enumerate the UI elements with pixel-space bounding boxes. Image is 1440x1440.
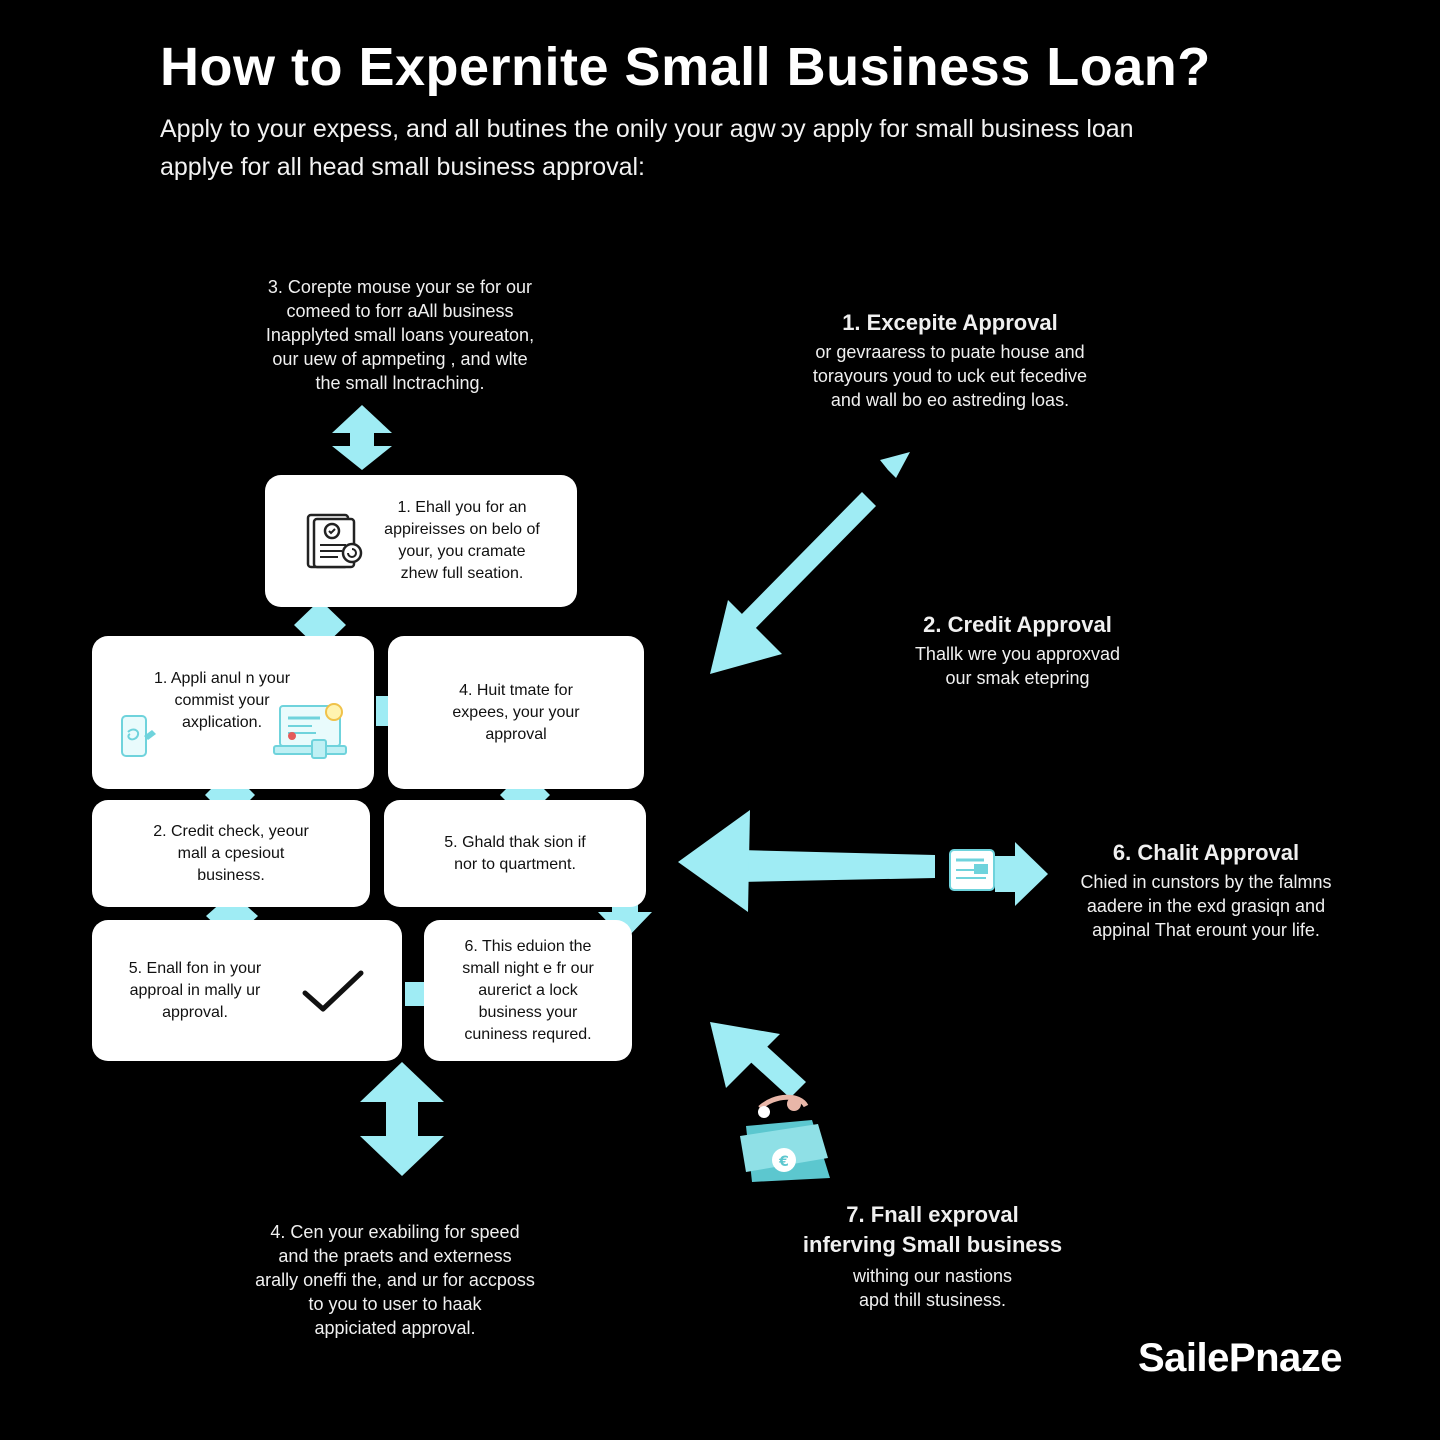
- card-line: 5. Ghald thak sion if: [444, 833, 586, 851]
- svg-text:€: €: [778, 1154, 789, 1170]
- card-line: approval: [485, 725, 547, 743]
- annotation-heading: 2. Credit Approval: [923, 612, 1112, 637]
- step-card-ghald: 5. Ghald thak sion if nor to quartment.: [384, 800, 646, 907]
- annotation-line: and the praets and externess: [278, 1246, 512, 1266]
- annotation-line: appiciated approval.: [314, 1318, 476, 1338]
- double-arrow-icon: [332, 405, 392, 470]
- annotation-heading: 7. Fnall exproval: [846, 1202, 1019, 1227]
- annotation-line: arally oneffi the, and ur for accposs: [255, 1270, 535, 1290]
- annotation-line: 4. Cen your exabiling for speed: [270, 1222, 520, 1242]
- card-line: 1. Appli anul n your: [153, 670, 291, 687]
- connector-arrow: [598, 896, 652, 940]
- card-line: 6. This eduion the: [464, 937, 592, 955]
- card-line: aurerict a lock: [478, 981, 578, 999]
- step-card-enall: 5. Enall fon in your approal in mally ur…: [92, 920, 402, 1061]
- right-arrow-icon: [995, 842, 1048, 906]
- subtitle-line: Apply to your expess, and all butines th…: [160, 115, 1134, 143]
- card-line: nor to quartment.: [454, 855, 576, 873]
- left-arrow: [678, 810, 935, 912]
- checkmark-icon: [302, 970, 364, 1011]
- card-line: approval.: [162, 1003, 228, 1021]
- money-bag-icon: €: [740, 1094, 830, 1182]
- card-line: appireisses on belo of: [384, 521, 540, 538]
- annotation-line: appinal That erount your life.: [1092, 920, 1320, 940]
- card-line: expees, your your: [452, 703, 580, 721]
- card-line: 4. Huit tmate for: [459, 681, 573, 699]
- annotation-heading: 6. Chalit Approval: [1112, 840, 1300, 865]
- annotation-line: torayours youd to uck eut fecedive: [812, 366, 1088, 386]
- annotation-line: Chied in cunstors by the falmns: [1080, 872, 1332, 892]
- annotation-excepite-approval: 1. Excepite Approval or gevraaress to pu…: [790, 308, 1110, 412]
- card-line: zhew full seation.: [400, 565, 524, 582]
- annotation-line: our smak etepring: [945, 668, 1090, 688]
- annotation-heading: 1. Excepite Approval: [842, 310, 1058, 335]
- diagonal-arrow: [710, 1022, 806, 1098]
- card-line: 5. Enall fon in your: [128, 959, 262, 977]
- document-seal-icon: [306, 513, 363, 569]
- annotation-line: our uew of apmpeting , and wlte: [272, 349, 528, 369]
- annotation-line: or gevraaress to puate house and: [815, 342, 1085, 362]
- card-line: 1. Ehall you for an: [397, 499, 527, 516]
- annotation-line: aadere in the exd grasiqn and: [1086, 896, 1326, 916]
- annotation-bottom-left: 4. Cen your exabiling for speed and the …: [225, 1220, 565, 1340]
- card-line: business.: [197, 866, 265, 884]
- brand-logo: SailePnaze: [1138, 1336, 1343, 1380]
- step-card-credit-check: 2. Credit check, yeour mall a cpesiout b…: [92, 800, 370, 907]
- annotation-line: comеed to forr аAll business: [286, 301, 514, 321]
- card-line: business your: [478, 1003, 578, 1021]
- step-card-top: 1. Ehall you for an appireisses on belo …: [265, 475, 577, 607]
- diagonal-arrow: [710, 452, 910, 674]
- phone-icon: [121, 715, 156, 757]
- card-line: your, you cramate: [398, 543, 526, 560]
- step-card-apply: 1. Appli anul n your commist your axplic…: [92, 636, 374, 789]
- card-line: small night e fr our: [462, 959, 594, 977]
- card-line: approal in mally ur: [129, 981, 261, 999]
- laptop-icon: [273, 703, 347, 759]
- card-line: axplication.: [181, 714, 263, 731]
- annotation-line: Inapplyted small loans youreaton,: [265, 325, 535, 345]
- page-subtitle: Apply to your expess, and all butines th…: [160, 110, 1280, 186]
- double-arrow-icon: [360, 1062, 444, 1176]
- step-card-hunt: 4. Huit tmate for expees, your your appr…: [388, 636, 644, 789]
- card-line: commist your: [174, 692, 270, 709]
- annotation-heading: inferving Small business: [802, 1232, 1063, 1257]
- card-line: 2. Credit check, yeour: [153, 822, 309, 840]
- annotation-line: and wall bo eo astreding loas.: [830, 390, 1070, 410]
- step-card-this-eduion: 6. This eduion the small night e fr our …: [424, 920, 632, 1061]
- annotation-top-left: 3. Corepte mouse your se for our comеed …: [235, 275, 565, 395]
- card-line: mall a cpesiout: [177, 844, 285, 862]
- annotation-line: to you to user to haak: [308, 1294, 482, 1314]
- annotation-final-approval: 7. Fnall exproval inferving Small busine…: [790, 1200, 1075, 1312]
- card-line: cuniness requred.: [464, 1025, 592, 1043]
- annotation-line: apd thill stusiness.: [858, 1290, 1007, 1310]
- annotation-line: Thallk wre you approxvad: [914, 644, 1121, 664]
- subtitle-line: applye for all head small business appro…: [160, 153, 645, 181]
- card-icon: [949, 849, 995, 891]
- annotation-line: 3. Corepte mouse your se for our: [267, 277, 533, 297]
- annotation-credit-approval: 2. Credit Approval Thallk wre you approx…: [880, 610, 1155, 690]
- annotation-line: withing our nastions: [852, 1266, 1013, 1286]
- page-title: How to Expernite Small Business Loan?: [160, 37, 1211, 97]
- annotation-chalit-approval: 6. Chalit Approval Chied in cunstors by …: [1056, 838, 1356, 942]
- annotation-line: the small lnctraching.: [315, 373, 485, 393]
